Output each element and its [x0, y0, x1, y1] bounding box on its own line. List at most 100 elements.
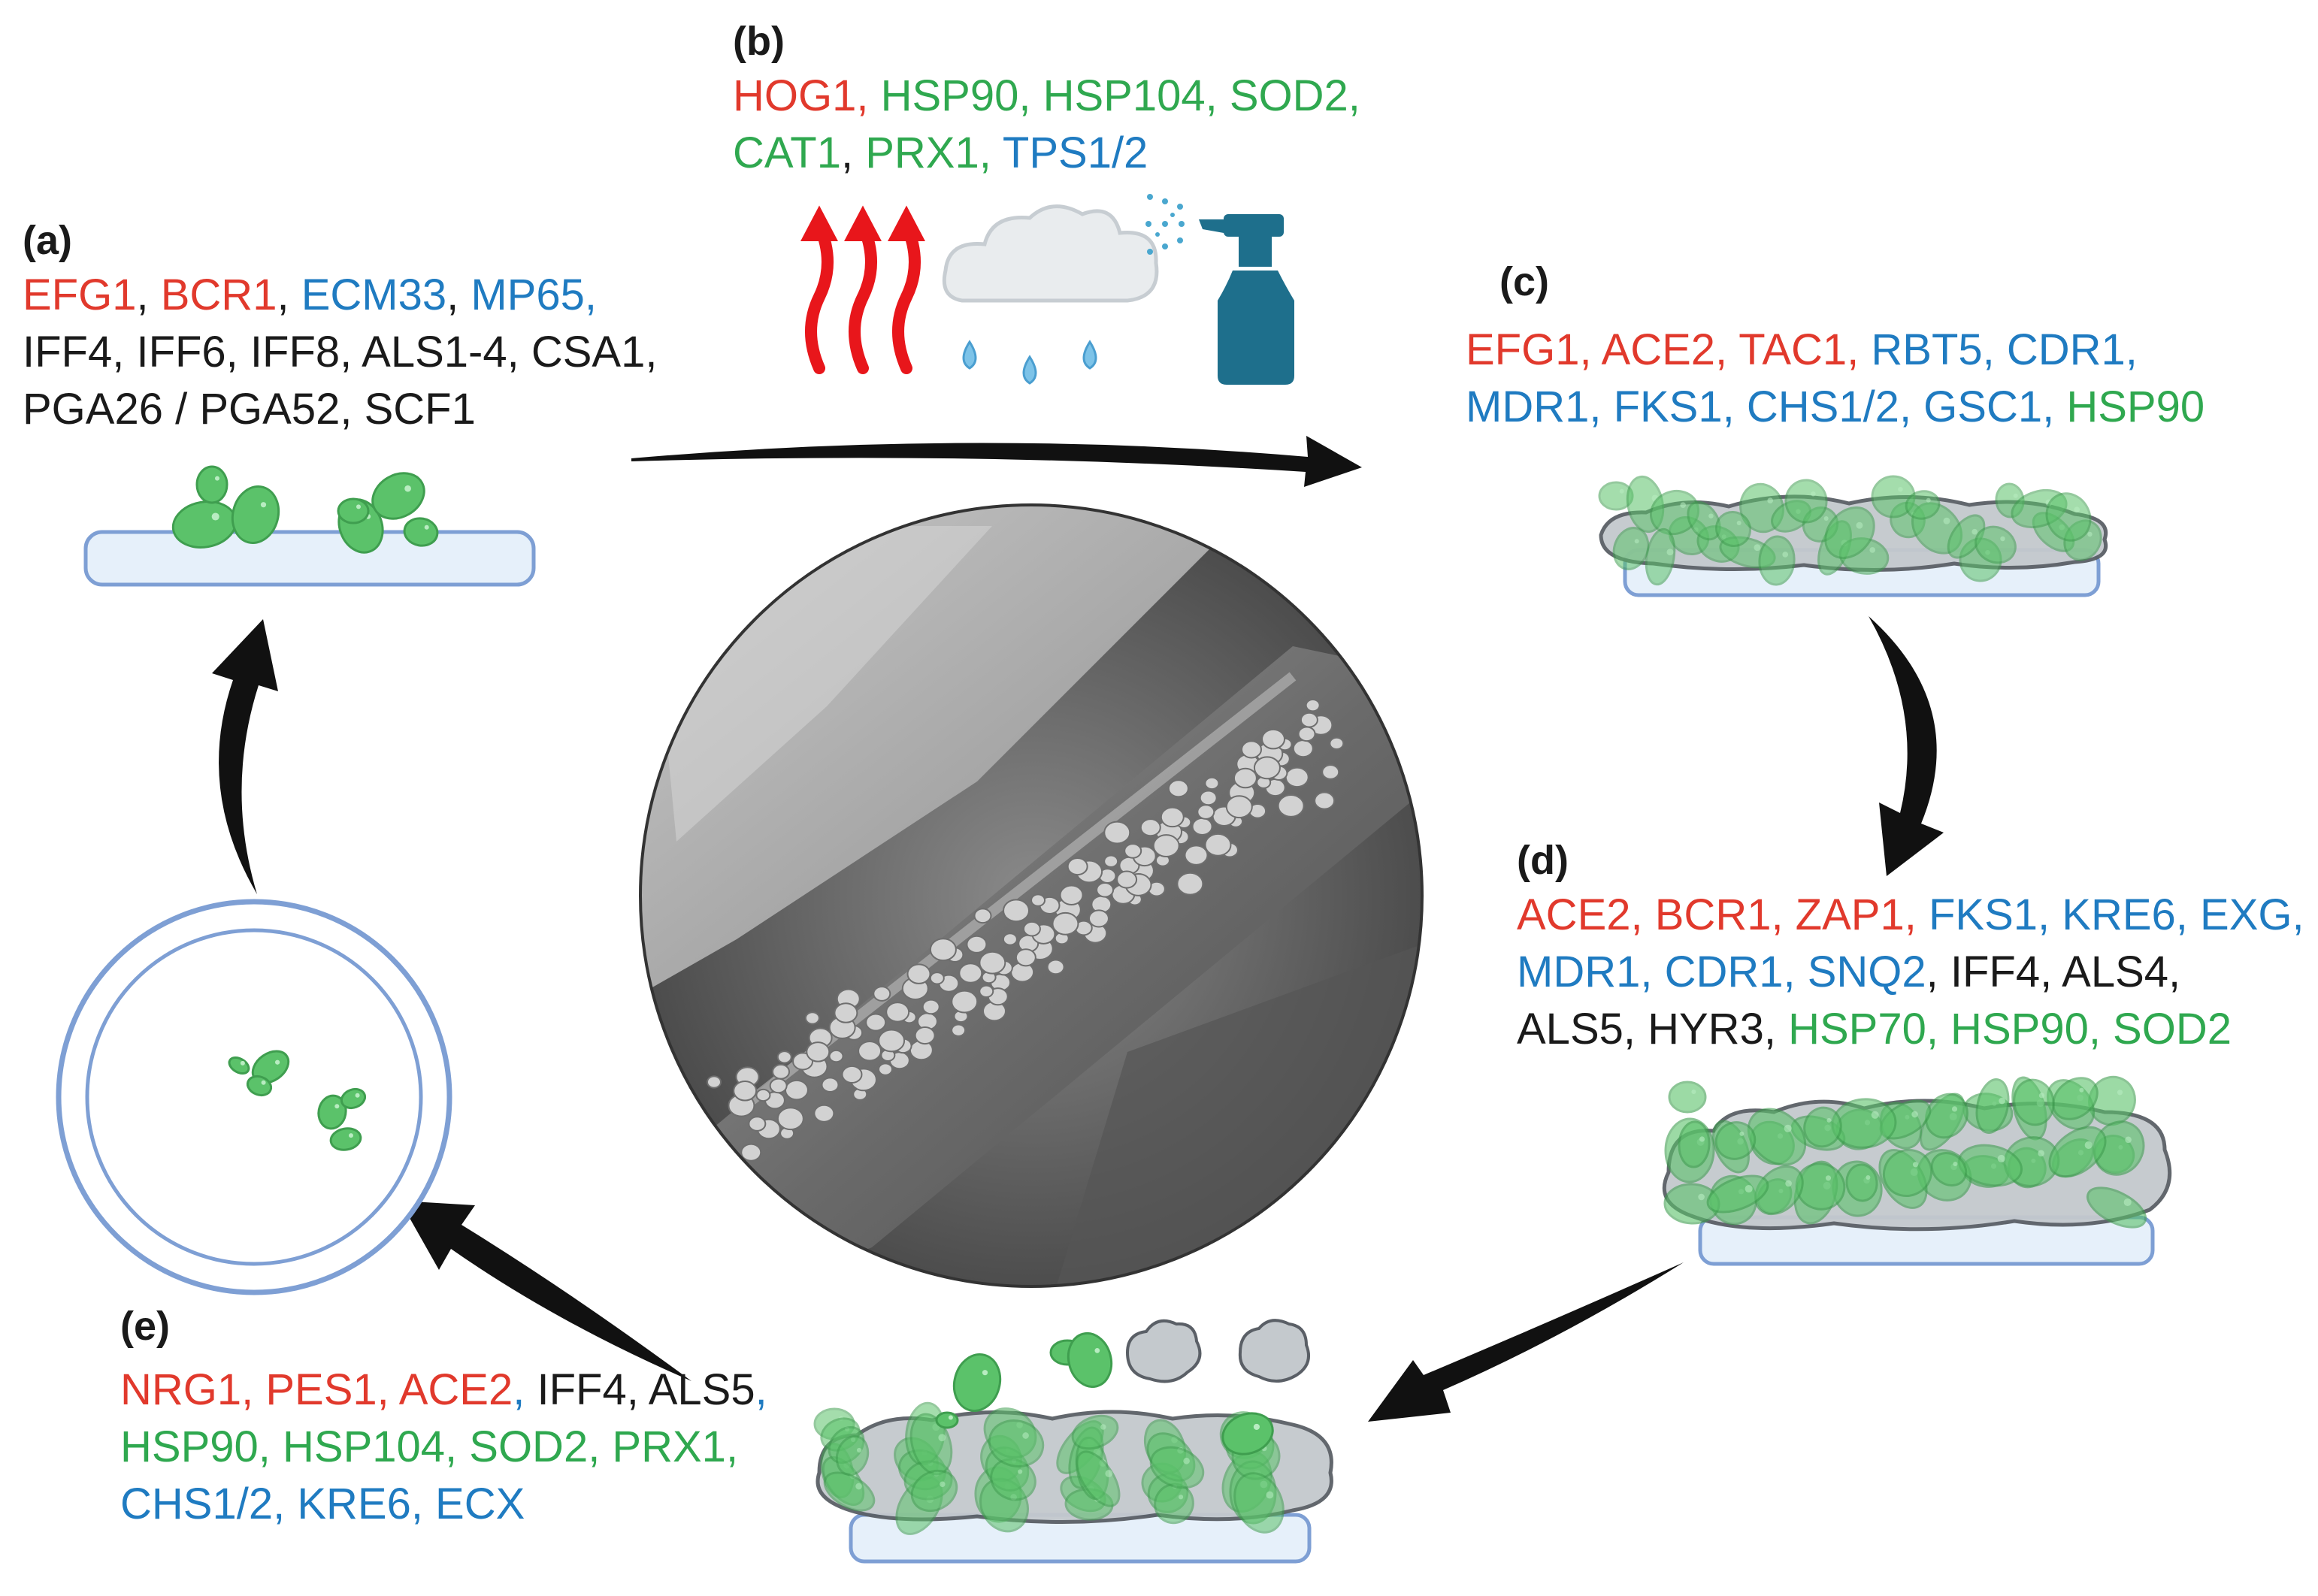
yeast-cell [1905, 490, 1941, 520]
yeast-cell-highlight [2013, 493, 2018, 498]
yeast-cell [1784, 479, 1828, 524]
gene-text: HSP90 [2066, 382, 2205, 431]
yeast-cell-highlight [855, 1483, 862, 1490]
sem-cell [1191, 817, 1213, 836]
yeast-cell-highlight [2117, 1090, 2123, 1096]
yeast-cell [1221, 1412, 1274, 1455]
yeast-cell-highlight [1871, 1111, 1879, 1119]
yeast-cell-highlight [349, 1133, 353, 1138]
sem-cell [951, 1023, 967, 1037]
gene-text: HSP90, HSP104, SOD2, [880, 71, 1360, 120]
yeast-cell [2013, 1078, 2055, 1126]
sem-cell [966, 935, 988, 954]
sem-cell [1003, 899, 1030, 923]
yeast-cell [2045, 492, 2092, 542]
yeast-cell [1706, 1174, 1769, 1214]
sem-cell [841, 1065, 863, 1084]
sem-cell [1030, 893, 1046, 907]
gene-text: , [840, 128, 866, 177]
yeast-cell-highlight [856, 1447, 862, 1453]
gene-list-b: HOG1, HSP90, HSP104, SOD2,CAT1, PRX1, TP… [733, 68, 1360, 182]
gene-text: ACE2, BCR1, ZAP1, [1517, 890, 1929, 939]
yeast-cell-highlight [261, 1080, 266, 1085]
gene-text: PGA26 / PGA52, SCF1 [23, 385, 476, 434]
panel-label-c: (c) [1499, 259, 1549, 304]
yeast-cell [2086, 1186, 2147, 1229]
yeast-cell-highlight [2000, 536, 2005, 542]
panel-label-d: (d) [1517, 838, 1569, 883]
heat-waves-icon [800, 205, 925, 374]
yeast-cell-highlight [1017, 1469, 1023, 1474]
yeast-cell-highlight [1926, 497, 1931, 503]
yeast-cell [1687, 500, 1721, 541]
yeast-cell-highlight [1022, 1432, 1029, 1439]
yeast-cell-highlight [1105, 1470, 1113, 1477]
arrow-c-to-d [1869, 616, 1944, 876]
yeast-cell-highlight [1699, 1136, 1705, 1142]
spray-bottle-icon [1145, 194, 1294, 385]
arrow-start-to-a [212, 619, 278, 894]
gene-line: CAT1, PRX1, TPS1/2 [733, 125, 1360, 182]
yeast-cell [1845, 1163, 1878, 1202]
gene-line: PGA26 / PGA52, SCF1 [23, 381, 657, 438]
gene-line: HOG1, HSP90, HSP104, SOD2, [733, 68, 1360, 125]
sem-cell [1277, 793, 1305, 818]
yeast-cell [403, 517, 439, 547]
yeast-cell [1930, 1152, 1968, 1186]
sem-cell [748, 1116, 767, 1132]
panel-label-e: (e) [120, 1304, 170, 1349]
yeast-cell-highlight [1754, 544, 1761, 552]
panel-b: (b) HOG1, HSP90, HSP104, SOD2,CAT1, PRX1… [733, 15, 1360, 182]
sem-cell [929, 938, 957, 962]
yeast-cell-highlight [1183, 1457, 1190, 1465]
yeast-cell-highlight [1898, 486, 1903, 492]
gene-line: NRG1, PES1, ACE2, IFF4, ALS5, [120, 1362, 767, 1419]
yeast-cell-highlight [2125, 1136, 2132, 1144]
yeast-cell-highlight [1708, 513, 1714, 518]
yeast-cell-highlight [404, 485, 411, 492]
sem-cell [1233, 767, 1257, 789]
gene-text: , [755, 1365, 767, 1414]
yeast-cell-highlight [2079, 1087, 2084, 1093]
yeast-cell-highlight [1953, 1162, 1958, 1166]
sem-cell [1199, 790, 1218, 806]
yeast-cell-highlight [1912, 1162, 1919, 1168]
cycle-arrows [212, 436, 1944, 1422]
gene-text: MP65, [471, 271, 597, 319]
sem-cell [1059, 884, 1084, 905]
gene-text: HSP70, HSP90, SOD2 [1788, 1005, 2232, 1053]
yeast-cell [1975, 525, 2017, 564]
gene-text: BCR1 [160, 271, 277, 319]
sem-cell [776, 1107, 804, 1131]
sem-cell [804, 1011, 820, 1025]
gene-line: HSP90, HSP104, SOD2, PRX1, [120, 1419, 767, 1476]
yeast-cell-highlight [1911, 1111, 1918, 1118]
yeast-cell [1715, 510, 1751, 548]
sem-cell [921, 999, 940, 1015]
yeast-cell-highlight [1698, 1193, 1705, 1201]
sem-cell [1167, 779, 1189, 798]
yeast-cell [910, 1469, 958, 1513]
yeast-cell-highlight [1785, 1180, 1792, 1187]
sem-cell [1241, 740, 1263, 759]
yeast-cell-highlight [2038, 1150, 2044, 1157]
yeast-cell [1233, 1472, 1285, 1534]
sem-cell [769, 1078, 788, 1094]
sem-cell [1184, 845, 1209, 866]
gene-line: MDR1, FKS1, CHS1/2, GSC1, HSP90 [1466, 379, 2205, 436]
yeast-cell [1067, 1332, 1113, 1389]
yeast-cell [231, 485, 280, 545]
sem-cell [885, 1002, 910, 1023]
yeast-cell-highlight [982, 1370, 988, 1376]
gene-text: HSP90, HSP104, SOD2, PRX1, [120, 1422, 739, 1471]
gene-text: TPS1/2 [1002, 128, 1148, 177]
sem-cell [1261, 728, 1286, 750]
yeast-cell [935, 1411, 959, 1429]
sem-cell [1225, 795, 1253, 819]
yeast-cell-highlight [1094, 1348, 1100, 1353]
yeast-cell-highlight [1767, 497, 1774, 504]
yeast-cell [1071, 1414, 1119, 1450]
arrow-e-to-start [400, 1201, 691, 1381]
yeast-cell-highlight [1691, 1090, 1696, 1094]
